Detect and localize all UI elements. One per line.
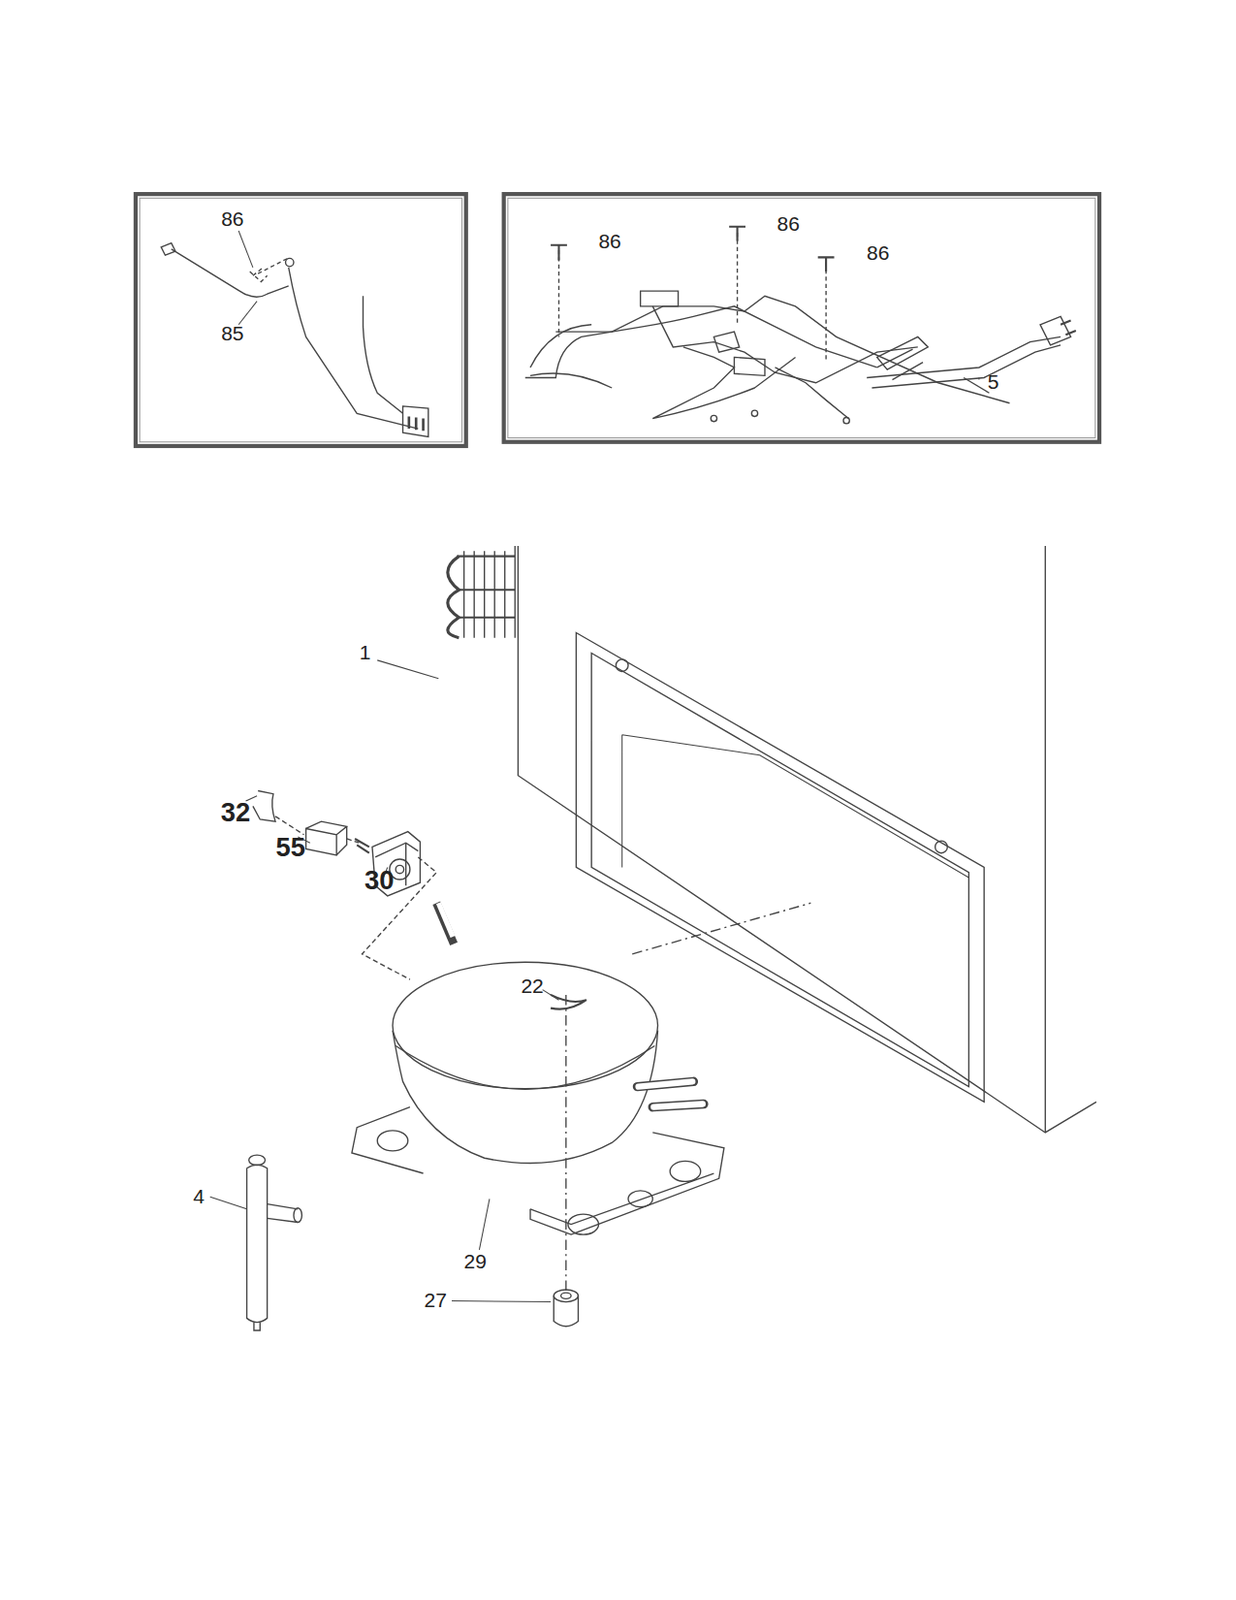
callout-number: 86 <box>598 231 621 253</box>
callout-number: 22 <box>520 976 543 997</box>
callout-number: 30 <box>364 866 394 893</box>
callout-number: 4 <box>192 1185 205 1206</box>
callout-number: 85 <box>221 322 244 344</box>
callout-number: 5 <box>987 372 1000 393</box>
callout-number: 86 <box>221 209 244 230</box>
callout-number: 1 <box>359 642 372 664</box>
callout-number: 86 <box>776 214 799 235</box>
callout-number: 29 <box>464 1251 487 1272</box>
callout-number: 27 <box>423 1290 446 1311</box>
callout-number: 55 <box>276 834 306 861</box>
callout-number: 32 <box>221 799 251 826</box>
callout-number: 86 <box>866 242 889 263</box>
